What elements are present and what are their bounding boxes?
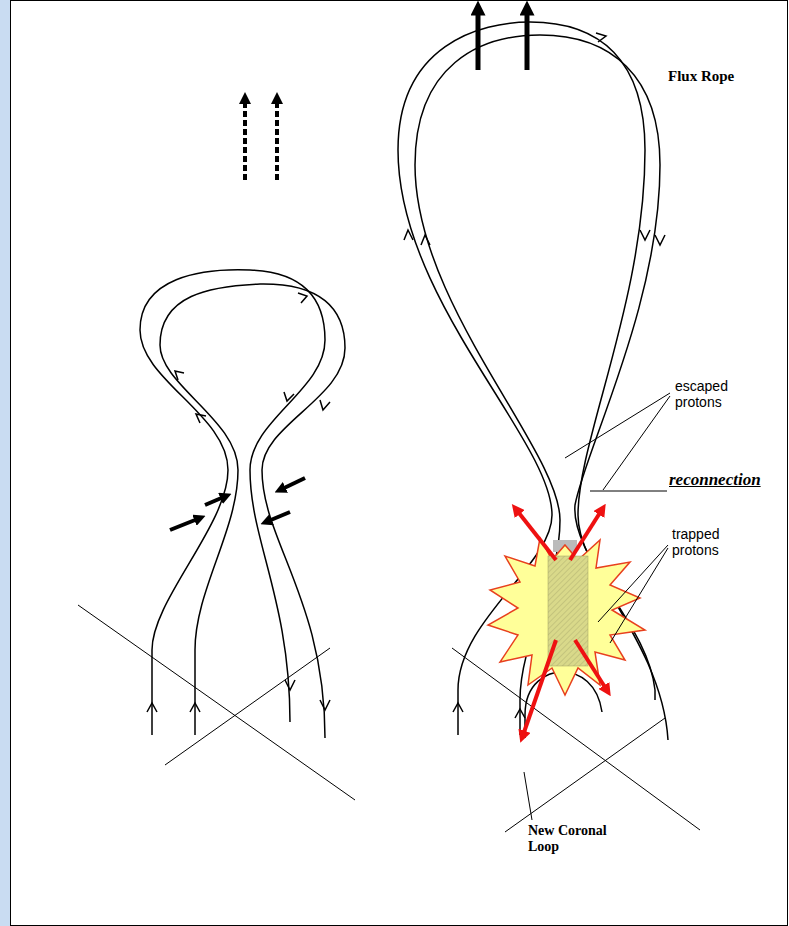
field-direction-arrows — [404, 33, 665, 718]
flux-rope-label: Flux Rope — [668, 68, 738, 85]
photosphere-plane — [78, 605, 355, 800]
photosphere-plane — [452, 648, 700, 832]
flux-rope-lines — [398, 22, 668, 740]
field-direction-arrows — [147, 293, 330, 712]
leader-lines — [524, 393, 670, 820]
upward-motion-arrows — [245, 98, 277, 180]
proton-arrows — [515, 508, 608, 738]
reconnection-burst — [488, 538, 645, 695]
left-field-lines — [140, 270, 345, 738]
new-coronal-loop-label: New Coronal Loop — [528, 823, 610, 855]
escaped-protons-label: escaped protons — [675, 378, 755, 410]
trapped-protons-label: trapped protons — [672, 526, 752, 558]
reconnection-label: reconnection — [669, 470, 781, 490]
inflow-arrows — [170, 478, 305, 530]
panel-frame — [11, 1, 788, 926]
side-strip — [0, 0, 10, 926]
